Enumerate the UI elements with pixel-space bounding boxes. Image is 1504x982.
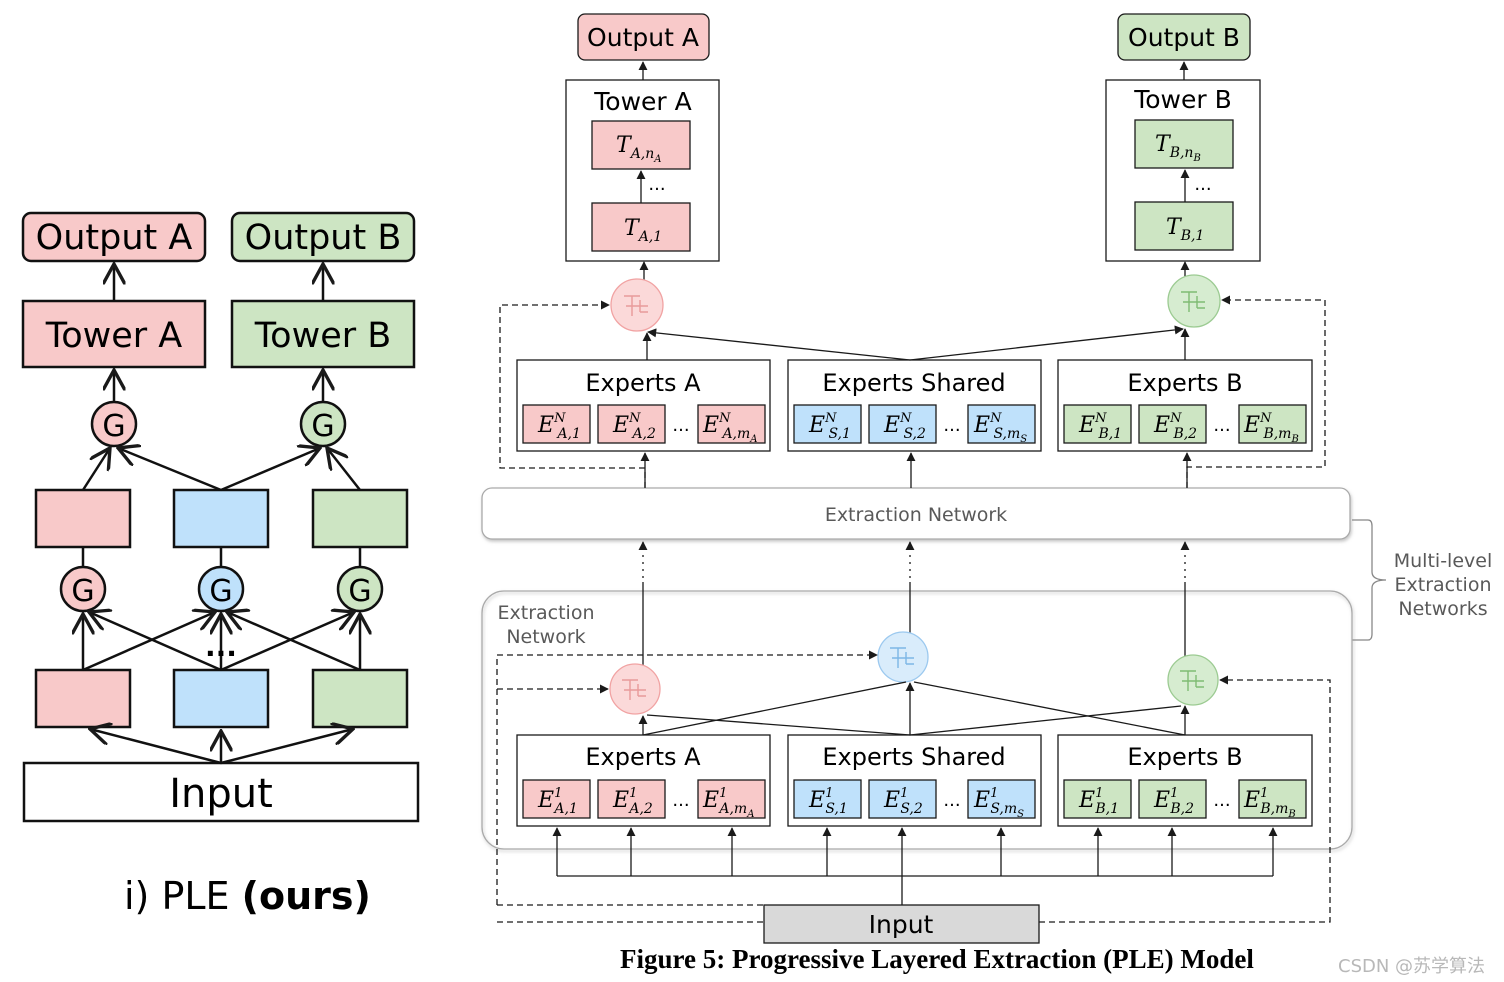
left-input-box <box>22 761 420 823</box>
left-output-a-label: Output A <box>36 218 193 258</box>
left-gate-b-mid-label: G <box>348 574 371 609</box>
left-gate-b-top-label: G <box>311 409 334 444</box>
multi-level-line3: Networks <box>1398 598 1487 620</box>
experts-s-1-ellipsis: ... <box>943 790 960 811</box>
left-expert-b-lower <box>311 668 409 729</box>
experts-s-n-ellipsis: ... <box>943 415 960 436</box>
left-output-b-label: Output B <box>245 218 402 258</box>
right-experts-b-1-title: Experts B <box>1127 743 1242 771</box>
left-expert-s-upper <box>172 488 270 549</box>
tower-a-bottom-math: TA,1 <box>624 216 662 245</box>
left-tower-b-label: Tower B <box>254 316 392 356</box>
left-expert-a-upper <box>34 488 132 549</box>
left-output-b-box <box>230 211 416 263</box>
experts-a-n-ellipsis: ... <box>672 415 689 436</box>
experts-a-1-ellipsis: ... <box>672 790 689 811</box>
tower-b-bottom-math: TB,1 <box>1166 215 1204 244</box>
left-input-label: Input <box>169 771 273 817</box>
right-gate-a-upper <box>610 278 664 332</box>
right-experts-a-1-title: Experts A <box>585 743 701 771</box>
left-caption-bold: (ours) <box>241 874 371 918</box>
right-output-b-label: Output B <box>1128 23 1240 52</box>
figure-caption: Figure 5: Progressive Layered Extraction… <box>620 944 1254 974</box>
right-tower-b-title: Tower B <box>1133 85 1232 114</box>
left-gate-a-top-label: G <box>102 409 125 444</box>
experts-b-n-ellipsis: ... <box>1213 415 1230 436</box>
watermark: CSDN @苏学算法 <box>1338 956 1486 977</box>
right-panel <box>481 13 1387 944</box>
tower-b-top-math: TB,nB <box>1155 132 1201 164</box>
right-output-a-box <box>577 13 710 61</box>
left-output-a-box <box>21 211 207 263</box>
left-expert-b-upper <box>311 488 409 549</box>
left-gate-a-mid-label: G <box>71 574 94 609</box>
right-gate-b-upper <box>1167 274 1221 328</box>
left-gate-s-mid-label: G <box>209 574 232 609</box>
right-gate-b-lower <box>1167 654 1219 706</box>
right-experts-a-n-title: Experts A <box>585 369 701 397</box>
left-panel-caption: i) PLE (ours) <box>124 874 371 918</box>
right-extraction-network-bar <box>481 487 1351 540</box>
right-tower-b-ellipsis: ... <box>1194 174 1211 195</box>
right-experts-s-1-title: Experts Shared <box>822 743 1005 771</box>
right-input-label: Input <box>869 910 934 939</box>
right-tower-a-ellipsis: ... <box>648 174 665 195</box>
left-tower-a-label: Tower A <box>45 316 183 356</box>
left-gate-a-top <box>90 400 138 448</box>
right-tower-b-bottom <box>1134 201 1234 251</box>
right-tower-a-title: Tower A <box>593 87 691 116</box>
gate-glyphs <box>622 291 1205 700</box>
extraction-network-inner-line2: Network <box>506 626 585 648</box>
multi-level-line1: Multi-level <box>1394 550 1492 572</box>
tower-a-top-math: TA,nA <box>616 133 662 165</box>
left-ellipsis: ... <box>205 630 237 663</box>
right-gate-s-lower <box>877 631 929 683</box>
multi-level-line2: Extraction <box>1395 574 1492 596</box>
right-output-a-label: Output A <box>587 23 699 52</box>
right-tower-b-top <box>1134 119 1234 169</box>
left-caption-prefix: i) PLE <box>124 874 230 918</box>
right-experts-b-n-title: Experts B <box>1127 369 1242 397</box>
left-tower-a-box <box>21 299 207 369</box>
experts-b-1-ellipsis: ... <box>1213 790 1230 811</box>
right-input-box <box>763 904 1040 944</box>
right-experts-s-n-title: Experts Shared <box>822 369 1005 397</box>
multi-level-brace <box>1352 519 1387 641</box>
right-tower-a-top <box>591 120 691 170</box>
left-panel <box>21 211 420 823</box>
left-expert-a-lower <box>34 668 132 729</box>
extraction-network-inner-line1: Extraction <box>498 602 595 624</box>
right-extraction-network-container <box>481 590 1353 850</box>
extraction-network-bar-label: Extraction Network <box>825 504 1007 526</box>
right-output-b-box <box>1117 13 1251 61</box>
right-tower-a-bottom <box>591 202 691 252</box>
right-gate-a-lower <box>609 663 661 715</box>
left-tower-b-box <box>230 299 416 369</box>
left-expert-s-lower <box>172 668 270 729</box>
